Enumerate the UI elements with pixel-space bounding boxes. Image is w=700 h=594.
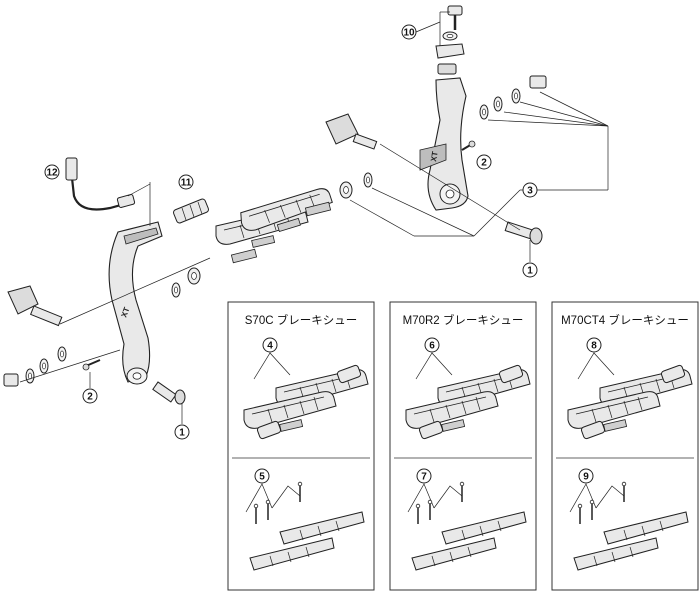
svg-text:XT: XT	[119, 306, 131, 319]
left-brake-arm-assembly: XT	[3, 157, 211, 405]
lower-callout-label: 7	[421, 472, 427, 483]
right-spring-screw	[461, 140, 476, 151]
shoe-stud-lower	[580, 420, 606, 440]
callout-2-left: 2	[82, 372, 98, 404]
panel-frame	[389, 301, 537, 591]
shoe-stud-upper	[498, 364, 524, 384]
callout-1-left: 1	[174, 404, 190, 440]
right-cap-nut	[529, 75, 547, 89]
shoe-stud-upper	[336, 364, 362, 384]
callout-11: 11	[178, 174, 194, 190]
callout-11-label: 11	[181, 178, 192, 189]
callout-12-label: 12	[46, 168, 58, 179]
left-frame-boss	[7, 285, 63, 327]
upper-callout-label: 8	[591, 341, 597, 352]
left-fixing-bolt	[152, 381, 186, 405]
lead-pipe-end	[65, 157, 78, 181]
left-cap-nut	[3, 373, 19, 387]
lower-callout	[578, 468, 594, 484]
callout-12: 12	[44, 164, 60, 180]
callout-1-right: 1	[522, 240, 538, 278]
shoe-stud-lower	[256, 420, 282, 440]
shoe-stud-upper	[660, 364, 686, 384]
brake-shoe-panel-2: M70R2 ブレーキシュー 6 7	[389, 301, 537, 591]
right-frame-boss	[325, 113, 378, 150]
callout-3: 3	[522, 182, 538, 198]
lower-callout	[254, 468, 270, 484]
right-brake-arm-assembly: XT	[325, 5, 609, 245]
callout-10-label: 10	[403, 28, 415, 39]
panel-title: M70CT4 ブレーキシュー	[561, 313, 689, 327]
brake-shoe-panel-3: M70CT4 ブレーキシュー 8 9	[551, 301, 699, 591]
panel-title: M70R2 ブレーキシュー	[403, 313, 524, 327]
panel-title: S70C ブレーキシュー	[245, 313, 357, 327]
right-fixing-bolt	[504, 221, 543, 245]
upper-callout	[424, 337, 440, 353]
left-spring-screw	[82, 359, 101, 371]
svg-text:XT: XT	[429, 151, 440, 163]
callout-2-left-label: 2	[87, 392, 93, 403]
callout-2-right-label: 2	[481, 158, 487, 169]
lower-callout	[416, 468, 432, 484]
link-bolt	[447, 5, 463, 30]
lower-callout-label: 9	[583, 472, 589, 483]
panel-frame	[551, 301, 699, 591]
callout-10: 10	[401, 21, 441, 40]
shoe-stud-lower	[418, 420, 444, 440]
upper-callout-label: 6	[429, 341, 435, 352]
upper-callout-label: 4	[267, 341, 273, 352]
brake-shoe-panel-1: S70C ブレーキシュー 4 5	[227, 301, 375, 591]
barrel-adjuster	[173, 198, 209, 224]
lower-callout-label: 5	[259, 472, 265, 483]
cable-lead-pipe	[70, 177, 129, 211]
right-brake-arm	[427, 77, 469, 211]
panel-frame	[227, 301, 375, 591]
callout-2-right: 2	[476, 154, 492, 170]
callout-1-right-label: 1	[527, 266, 533, 277]
upper-callout	[262, 337, 278, 353]
callout-3-label: 3	[527, 186, 533, 197]
left-brake-arm	[108, 221, 163, 383]
brake-shoe-panels: S70C ブレーキシュー 4 5 M70R2 ブレーキシュー 6 7 M70CT4 ブレーキ…	[227, 301, 699, 591]
main-brake-shoes	[215, 187, 335, 264]
upper-callout	[586, 337, 602, 353]
callout-1-left-label: 1	[179, 428, 185, 439]
